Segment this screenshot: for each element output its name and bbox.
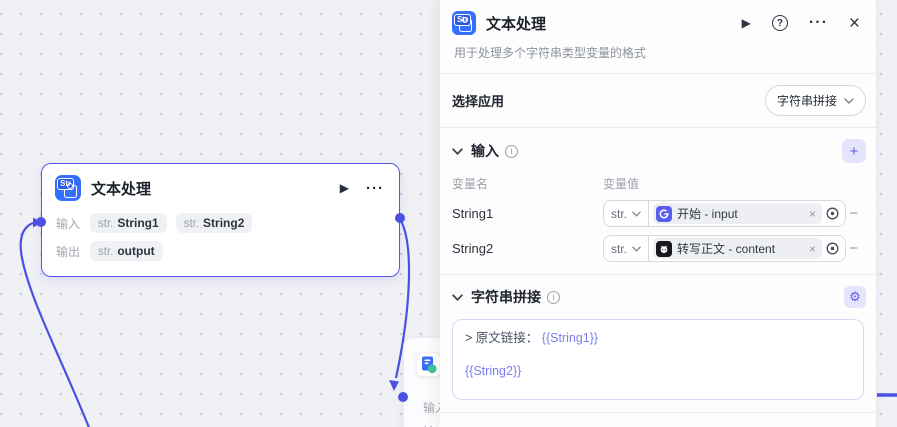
edge-incoming-left[interactable] bbox=[19, 221, 90, 427]
tag-type: str. bbox=[98, 246, 114, 258]
close-icon[interactable]: × bbox=[848, 12, 860, 34]
tag-name: String2 bbox=[203, 216, 245, 230]
variable-value-pill: str. 转写正文 - content × bbox=[603, 235, 846, 262]
transcribe-app-icon bbox=[656, 240, 673, 257]
template-variable: {{String2}} bbox=[465, 363, 522, 378]
node-run-icon[interactable]: ▶ bbox=[339, 181, 349, 195]
reference-label: 开始 - input bbox=[677, 207, 738, 221]
tag-name: String1 bbox=[117, 216, 159, 230]
gear-icon[interactable]: ⚙ bbox=[844, 286, 866, 308]
col-variable-name: 变量名 bbox=[452, 177, 489, 191]
node-input-port[interactable] bbox=[36, 217, 46, 227]
type-value: str. bbox=[611, 241, 628, 256]
str-badge: Str bbox=[57, 178, 75, 190]
variable-row: String1 str. 开始 - input × bbox=[452, 200, 866, 227]
remove-reference-icon[interactable]: × bbox=[808, 206, 816, 221]
node-more-icon[interactable]: ··· bbox=[366, 179, 384, 197]
edge-arrow-bottom bbox=[389, 380, 399, 391]
reference-tag[interactable]: 转写正文 - content × bbox=[653, 238, 822, 259]
variable-name: String2 bbox=[452, 241, 494, 256]
node-input-tag: str.String1 bbox=[90, 213, 167, 233]
tag-type: str. bbox=[98, 218, 114, 230]
variable-name: String1 bbox=[452, 206, 494, 221]
reference-picker-icon[interactable] bbox=[825, 206, 840, 221]
panel-header: Str 文本处理 ▶ ? ··· × 用于处理多个字符串类型变量的格式 bbox=[440, 0, 876, 61]
help-icon[interactable]: ? bbox=[771, 15, 788, 31]
concat-template-editor[interactable]: > 原文链接： {{String1}} {{String2}} bbox=[452, 319, 864, 400]
str-badge: Str bbox=[454, 14, 472, 26]
template-line-1: > 原文链接： {{String1}} bbox=[465, 330, 851, 347]
select-app-label: 选择应用 bbox=[452, 94, 505, 109]
col-variable-value: 变量值 bbox=[603, 177, 640, 191]
type-dropdown[interactable]: str. bbox=[604, 207, 648, 221]
reference-tag[interactable]: 开始 - input × bbox=[653, 203, 822, 224]
node2-output-label: 输出 bbox=[423, 423, 447, 427]
info-icon: i bbox=[505, 144, 518, 158]
doc-app-icon bbox=[416, 352, 441, 377]
collapse-chevron-icon[interactable] bbox=[452, 293, 463, 301]
app-select-value: 字符串拼接 bbox=[776, 94, 837, 108]
node-output-label: 输出 bbox=[56, 244, 81, 259]
text-processing-plugin-icon: Str bbox=[452, 11, 476, 35]
panel-title: 文本处理 bbox=[486, 15, 547, 33]
node-output-tag: str.output bbox=[90, 241, 163, 261]
node-input-tag: str.String2 bbox=[175, 213, 253, 233]
input-section: 输入 i + 变量名 变量值 String1 str. bbox=[440, 128, 876, 275]
chevron-down-icon bbox=[632, 246, 641, 252]
variable-value-pill: str. 开始 - input × bbox=[603, 200, 846, 227]
reference-label: 转写正文 - content bbox=[677, 242, 776, 256]
type-value: str. bbox=[611, 206, 628, 221]
info-icon: i bbox=[547, 290, 560, 304]
node-text-processing[interactable]: Str 文本处理 ▶ ··· 输入 str.String1 str.String… bbox=[41, 163, 400, 277]
concat-section-title: 字符串拼接 bbox=[471, 289, 541, 305]
template-variable: {{String1}} bbox=[541, 331, 599, 345]
chevron-down-icon bbox=[844, 97, 854, 104]
start-node-icon bbox=[656, 205, 673, 222]
template-line-2: {{String2}} bbox=[465, 363, 851, 380]
app-select-dropdown[interactable]: 字符串拼接 bbox=[764, 85, 866, 116]
collapse-chevron-icon[interactable] bbox=[452, 147, 463, 155]
node-output-row: 输出 str.output bbox=[42, 238, 399, 264]
node2-input-port[interactable] bbox=[398, 392, 408, 402]
remove-row-button[interactable]: − bbox=[849, 240, 858, 257]
node-input-label: 输入 bbox=[56, 216, 81, 231]
divider bbox=[648, 236, 650, 261]
variable-row: String2 str. 转写正文 - content × bbox=[452, 235, 866, 262]
column-headers: 变量名 变量值 bbox=[452, 175, 866, 192]
template-text: > 原文链接： bbox=[465, 331, 539, 345]
remove-row-button[interactable]: − bbox=[849, 205, 858, 222]
text-processing-plugin-icon: Str bbox=[55, 175, 81, 201]
panel-subtitle: 用于处理多个字符串类型变量的格式 bbox=[454, 46, 647, 60]
node-header: Str 文本处理 ▶ ··· bbox=[42, 164, 399, 208]
tag-type: str. bbox=[183, 218, 200, 230]
reference-picker-icon[interactable] bbox=[825, 241, 840, 256]
chevron-down-icon bbox=[632, 211, 641, 217]
node-output-port[interactable] bbox=[395, 213, 405, 223]
type-dropdown[interactable]: str. bbox=[604, 242, 648, 256]
tag-name: output bbox=[117, 244, 155, 258]
input-section-title: 输入 bbox=[471, 143, 499, 159]
edge-node-to-bottom[interactable] bbox=[394, 218, 411, 379]
node-input-row: 输入 str.String1 str.String2 bbox=[42, 210, 399, 236]
run-icon[interactable]: ▶ bbox=[741, 16, 751, 30]
add-variable-button[interactable]: + bbox=[842, 139, 866, 163]
divider bbox=[440, 73, 876, 74]
select-app-row: 选择应用 字符串拼接 bbox=[440, 74, 876, 128]
node-title: 文本处理 bbox=[91, 180, 152, 198]
divider bbox=[648, 201, 650, 226]
remove-reference-icon[interactable]: × bbox=[808, 241, 816, 256]
more-icon[interactable]: ··· bbox=[808, 14, 828, 31]
concat-section: 字符串拼接 i ⚙ > 原文链接： {{String1}} {{String2}… bbox=[440, 275, 876, 413]
config-panel: Str 文本处理 ▶ ? ··· × 用于处理多个字符串类型变量的格式 选择应用… bbox=[440, 0, 877, 427]
